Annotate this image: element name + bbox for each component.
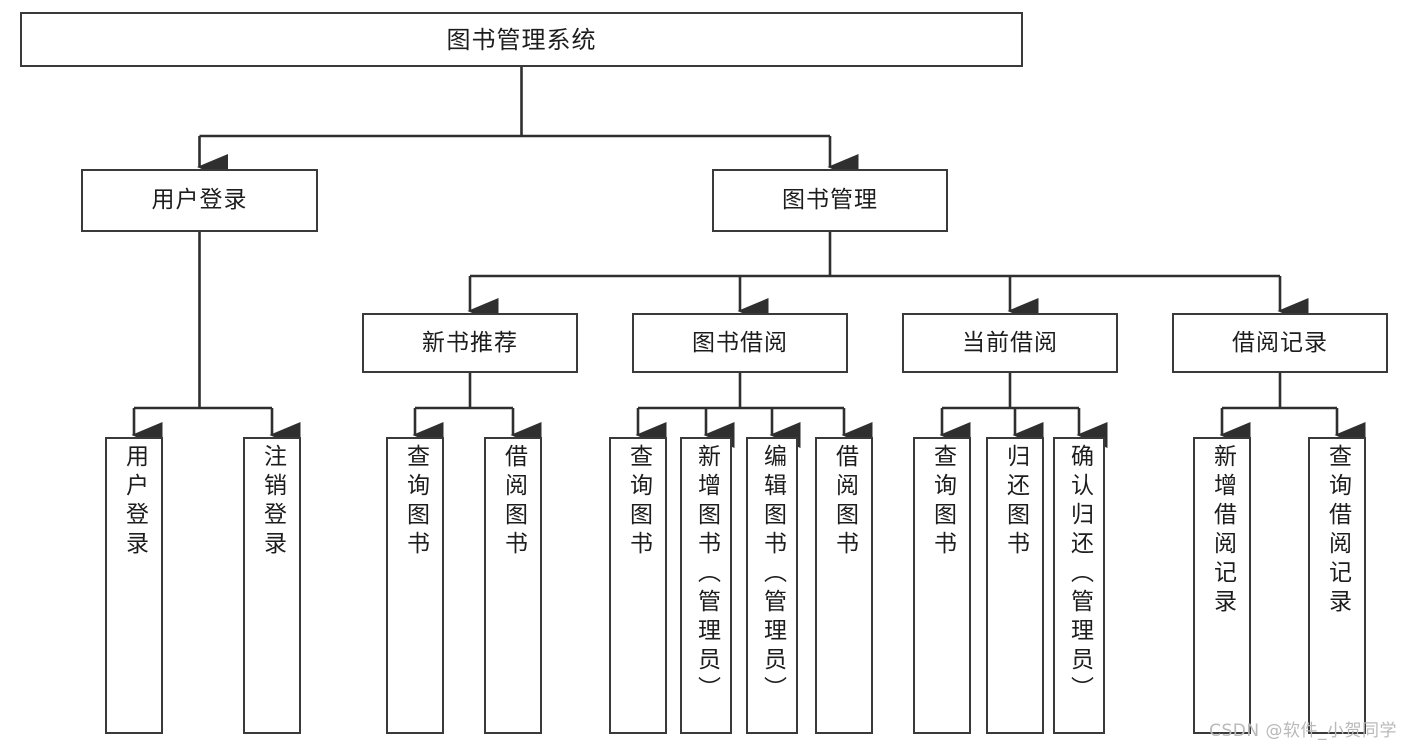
node-label: 用户登录: [121, 444, 148, 560]
node-borrow-records[interactable]: 借阅记录: [1172, 313, 1388, 373]
node-label: 确认归还（管理员）: [1066, 444, 1093, 705]
node-leaf[interactable]: 编辑图书（管理员）: [746, 437, 798, 734]
node-leaf[interactable]: 查询图书: [609, 437, 667, 734]
node-leaf[interactable]: 归还图书: [986, 437, 1044, 734]
watermark: CSDN @软件_小贺同学: [1209, 721, 1397, 741]
node-book-management-module[interactable]: 图书管理: [712, 169, 948, 232]
node-label: 借阅图书: [500, 444, 527, 560]
node-label: 查询图书: [402, 444, 429, 560]
node-leaf[interactable]: 新增图书（管理员）: [680, 437, 732, 734]
node-label: 新增借阅记录: [1209, 444, 1236, 618]
node-leaf[interactable]: 查询图书: [913, 437, 971, 734]
node-label: 新书推荐: [422, 329, 518, 356]
node-label: 用户登录: [151, 187, 248, 214]
node-leaf[interactable]: 借阅图书: [815, 437, 873, 734]
node-book-borrow[interactable]: 图书借阅: [632, 313, 848, 373]
node-leaf[interactable]: 借阅图书: [484, 437, 542, 734]
node-new-book-recommend[interactable]: 新书推荐: [362, 313, 578, 373]
node-label: 注销登录: [259, 444, 286, 560]
node-label: 图书管理: [782, 187, 878, 214]
node-label: 借阅记录: [1232, 329, 1328, 356]
node-label: 编辑图书（管理员）: [759, 444, 786, 705]
node-label: 归还图书: [1002, 444, 1029, 560]
node-user-login-module[interactable]: 用户登录: [81, 169, 318, 232]
node-leaf[interactable]: 查询借阅记录: [1308, 437, 1366, 734]
node-leaf[interactable]: 新增借阅记录: [1193, 437, 1251, 734]
node-label: 查询图书: [625, 444, 652, 560]
node-label: 当前借阅: [962, 329, 1058, 356]
node-label: 新增图书（管理员）: [693, 444, 720, 705]
node-label: 借阅图书: [831, 444, 858, 560]
node-leaf[interactable]: 查询图书: [386, 437, 444, 734]
node-leaf[interactable]: 用户登录: [105, 437, 163, 734]
node-label: 图书借阅: [692, 329, 788, 356]
node-label: 查询借阅记录: [1324, 444, 1351, 618]
node-current-borrow[interactable]: 当前借阅: [902, 313, 1118, 373]
node-label: 查询图书: [929, 444, 956, 560]
node-leaf[interactable]: 确认归还（管理员）: [1053, 437, 1105, 734]
node-leaf[interactable]: 注销登录: [243, 437, 301, 734]
node-label: 图书管理系统: [446, 25, 597, 54]
node-root[interactable]: 图书管理系统: [20, 12, 1023, 67]
